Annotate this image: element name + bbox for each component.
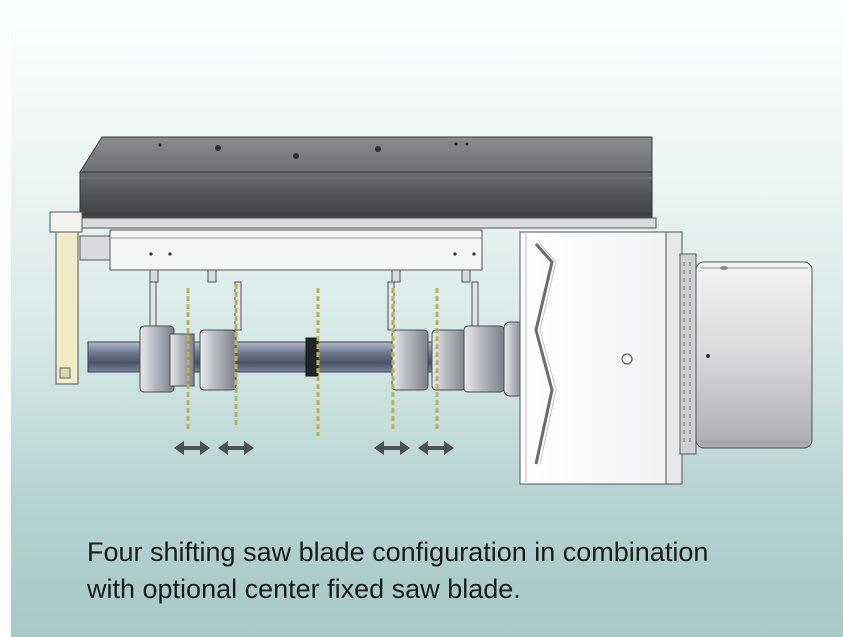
gearbox <box>519 231 683 485</box>
blade-hubs <box>139 321 525 397</box>
left-bracket <box>49 211 111 385</box>
hanger-arms <box>149 281 479 331</box>
caption-line-1: Four shifting saw blade configuration in… <box>87 537 709 567</box>
motor <box>679 253 813 455</box>
caption-line-2: with optional center fixed saw blade. <box>87 574 521 604</box>
top-housing <box>75 136 657 229</box>
shift-arrow-2 <box>218 441 254 455</box>
caption: Four shifting saw blade configuration in… <box>87 534 827 608</box>
shift-arrow-1 <box>174 441 210 455</box>
shift-arrow-4 <box>418 441 454 455</box>
carriage-rail <box>109 229 483 283</box>
shift-arrow-3 <box>374 441 410 455</box>
center-collar <box>305 337 319 377</box>
